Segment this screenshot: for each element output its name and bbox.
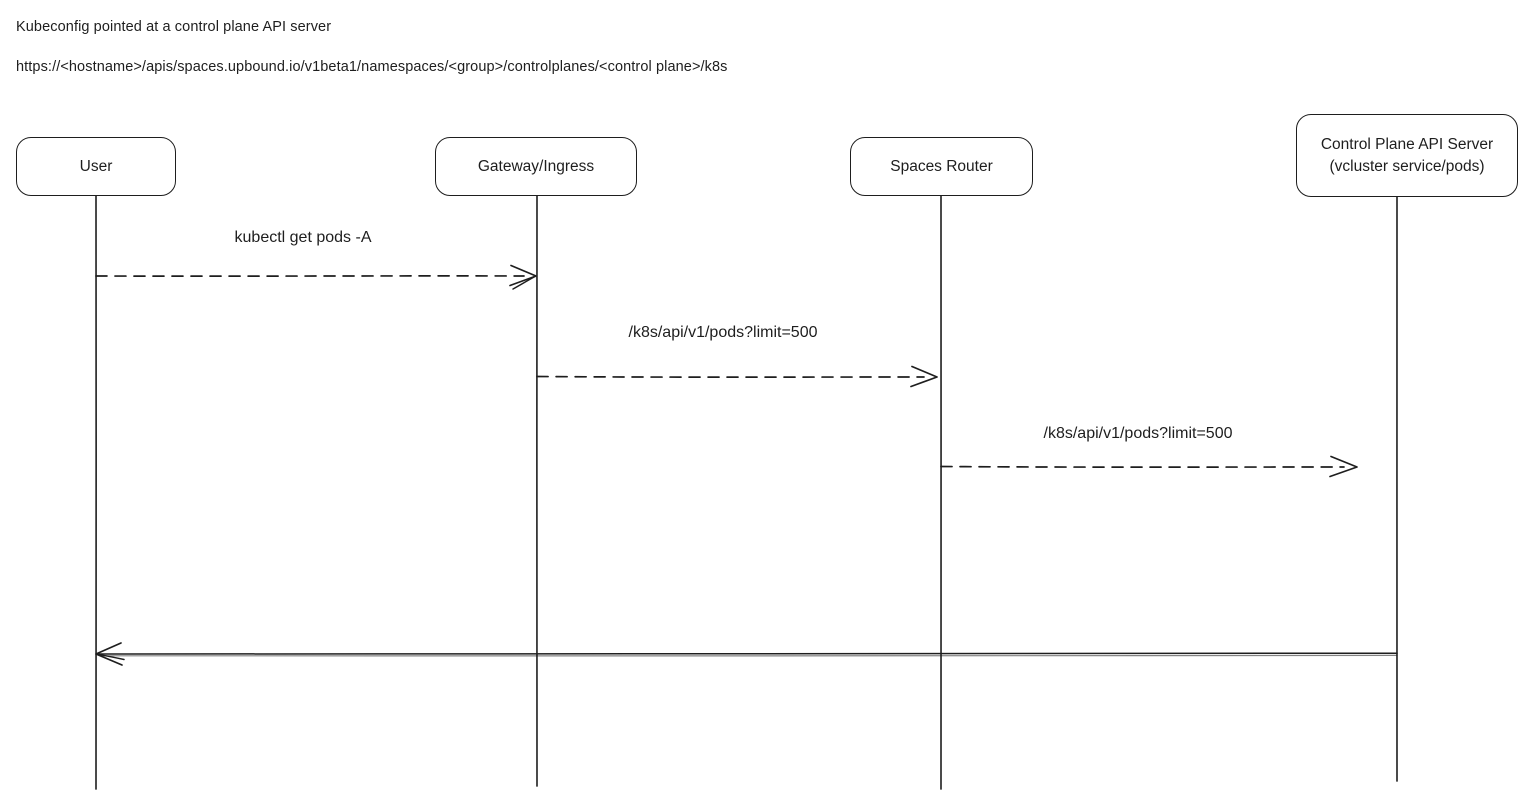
message-arrow-1-head [509, 264, 537, 287]
actor-spaces-router-label: Spaces Router [890, 157, 993, 175]
message-arrow-3-line [940, 465, 1345, 468]
message-label-k8s-api-pods-2: /k8s/api/v1/pods?limit=500 [1043, 425, 1233, 442]
message-label-kubectl-get-pods: kubectl get pods -A [234, 229, 372, 246]
message-arrow-3-head [1329, 455, 1358, 478]
actor-control-plane-sublabel: (vcluster service/pods) [1329, 157, 1485, 175]
actor-spaces-router: Spaces Router [850, 137, 1033, 196]
return-arrow-line [98, 652, 1398, 655]
actor-user: User [16, 137, 176, 196]
actor-control-plane-api-server: Control Plane API Server (vcluster servi… [1296, 114, 1518, 197]
return-arrow-head [95, 642, 123, 666]
actor-gateway-ingress: Gateway/Ingress [435, 137, 637, 196]
kubeconfig-url: https://<hostname>/apis/spaces.upbound.i… [16, 59, 728, 75]
message-arrow-1-head-flourish [512, 275, 536, 290]
return-arrow-line-second-pass [99, 654, 1398, 657]
message-label-k8s-api-pods-1: /k8s/api/v1/pods?limit=500 [628, 324, 818, 341]
actor-control-plane-label: Control Plane API Server [1320, 135, 1494, 153]
return-arrow-head-flourish [97, 653, 125, 661]
diagram-title: Kubeconfig pointed at a control plane AP… [16, 19, 332, 35]
message-arrow-2-line [536, 375, 925, 378]
actor-gateway-ingress-label: Gateway/Ingress [477, 157, 595, 175]
message-arrow-2-head [910, 365, 938, 388]
actor-user-label: User [79, 157, 113, 175]
